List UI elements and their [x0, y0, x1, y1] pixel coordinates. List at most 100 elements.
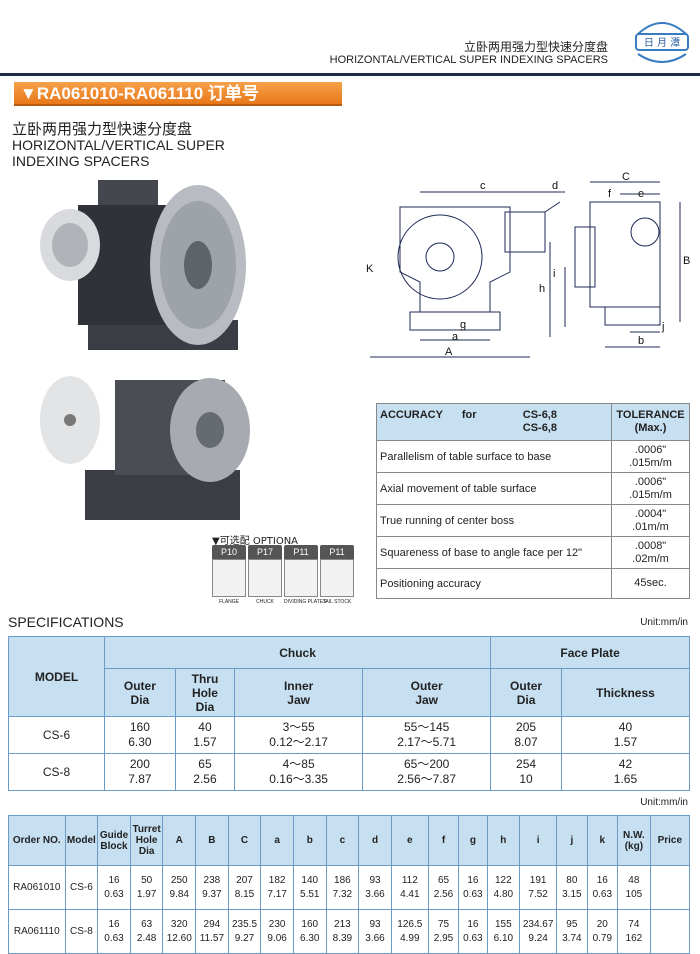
in: 1.57 [193, 735, 217, 749]
order-header-cell: c [325, 815, 360, 866]
in: 2.17～5.71 [397, 735, 457, 749]
product-title-en-line2: INDEXING SPACERS [12, 153, 150, 169]
order-value: 9.84 [169, 888, 189, 900]
order-value: 63 [141, 918, 153, 930]
order-value: CS-6 [69, 881, 93, 893]
product-title-en: HORIZONTAL/VERTICAL SUPER INDEXING SPACE… [12, 137, 272, 169]
option-caption: TAIL STOCK [322, 599, 352, 605]
dimension-drawing: c d C f e A B K i h g a j b [366, 172, 690, 358]
header-chuck: Chuck [103, 636, 492, 669]
order-header-cell: d [358, 815, 392, 866]
dim-label-d: d [552, 180, 558, 192]
order-header-cell: a [260, 815, 294, 866]
order-value: 5.51 [300, 888, 320, 900]
order-value: 234.67 [522, 918, 554, 930]
order-header-cell: Model [64, 815, 99, 866]
tolerance-header-line1: TOLERANCE [616, 409, 685, 421]
accuracy-value: .0006".015m/m [611, 472, 690, 505]
order-value: 182 [268, 874, 286, 886]
order-value: 16 [467, 874, 479, 886]
accuracy-row: True running of center boss .0004".01m/m [376, 504, 690, 537]
order-header-cell: j [556, 815, 588, 866]
dim-label-c: c [480, 180, 486, 192]
order-value: 16 [596, 874, 608, 886]
orders-unit: Unit:mm/in [640, 797, 688, 808]
order-header-cell: C [227, 815, 262, 866]
order-value: 16 [108, 874, 120, 886]
option-flange[interactable]: P10 FLANGE [212, 545, 246, 605]
option-dividing-plates[interactable]: P11 DIVIDING PLATES [284, 545, 327, 605]
flange-icon [212, 559, 246, 597]
order-cell: RA061110 [8, 909, 66, 954]
in: 0.12～2.17 [269, 735, 328, 749]
order-value: 126.5 [397, 918, 423, 930]
order-value: 8.39 [332, 932, 353, 944]
mm: 42 [618, 757, 633, 771]
order-header-cell: e [390, 815, 429, 866]
order-value: 74 [628, 918, 640, 930]
option-caption: DIVIDING PLATES [284, 599, 327, 605]
value-mm: .01m/m [632, 520, 669, 533]
in: 8.07 [514, 735, 538, 749]
mm: 40 [198, 720, 212, 734]
accuracy-header-label: ACCURACY [380, 409, 443, 421]
order-value: 80 [566, 874, 578, 886]
order-value: 8.15 [234, 888, 255, 900]
mm: 55～145 [403, 720, 450, 734]
mm: 65 [198, 757, 212, 771]
value-mm: .015m/m [629, 456, 672, 469]
value-inch: .0004" [634, 507, 667, 520]
header-model: MODEL [8, 636, 105, 717]
order-value: 9.37 [202, 888, 222, 900]
header-face-plate: Face Plate [490, 636, 690, 669]
order-value: 2.95 [433, 932, 454, 944]
order-value: 12.60 [166, 932, 192, 944]
dim-label-j: j [661, 321, 664, 333]
in: 2.56 [193, 772, 217, 786]
accuracy-label: Axial movement of table surface [376, 472, 612, 505]
order-cell: RA061010 [8, 865, 66, 910]
dim-label-h: h [539, 283, 545, 295]
accuracy-header: ACCURACY for CS-6,8 CS-6,8 [376, 403, 612, 441]
order-header-cell: Guide Block [97, 815, 131, 866]
h-line: Hole [191, 685, 218, 700]
product-photo-chuck [40, 376, 250, 520]
order-value: 155 [495, 918, 512, 930]
accuracy-label: Positioning accuracy [376, 568, 612, 599]
order-value: 140 [301, 874, 319, 886]
order-value: 294 [203, 918, 221, 930]
order-value: 50 [141, 874, 153, 886]
dim-label-a: a [452, 331, 459, 343]
option-tail-stock[interactable]: P11 TAIL STOCK [320, 545, 354, 605]
option-chuck[interactable]: P17 CHUCK [248, 545, 282, 605]
in: 1.65 [613, 772, 638, 786]
order-header-cell: Order NO. [8, 815, 66, 866]
order-value: 320 [170, 918, 188, 930]
order-header-cell: A [162, 815, 197, 866]
accuracy-header-models: CS-6,8 CS-6,8 [523, 409, 557, 435]
order-value: 0.63 [104, 888, 124, 900]
option-page: P11 [320, 545, 354, 559]
order-value: 0.63 [104, 932, 124, 944]
order-header-cell: i [519, 815, 558, 866]
